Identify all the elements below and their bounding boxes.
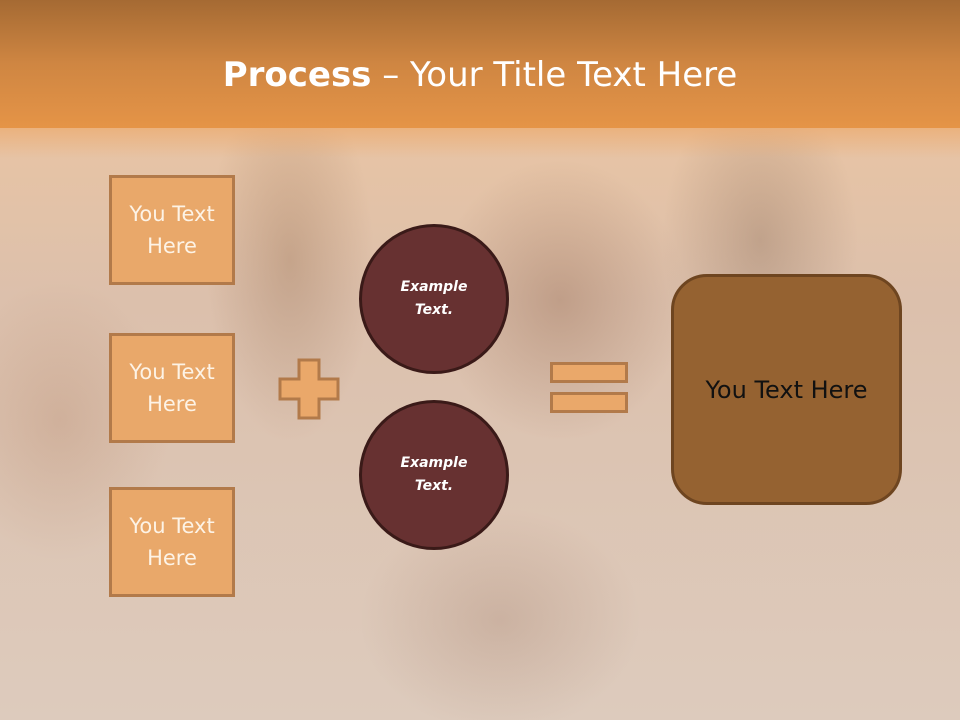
text-box-3[interactable]: You Text Here <box>109 487 235 597</box>
text-box-2[interactable]: You Text Here <box>109 333 235 443</box>
example-circle-1[interactable]: Example Text. <box>359 224 509 374</box>
equals-icon-top <box>550 362 628 383</box>
title-bar <box>0 0 960 128</box>
text-box-1[interactable]: You Text Here <box>109 175 235 285</box>
title-bold: Process <box>222 55 372 95</box>
equals-icon-bottom <box>550 392 628 413</box>
title-bar-fade <box>0 128 960 158</box>
plus-icon <box>278 358 340 420</box>
slide-title: Process – Your Title Text Here <box>0 52 960 98</box>
result-box[interactable]: You Text Here <box>671 274 902 505</box>
title-rest: – Your Title Text Here <box>371 55 738 95</box>
example-circle-2[interactable]: Example Text. <box>359 400 509 550</box>
